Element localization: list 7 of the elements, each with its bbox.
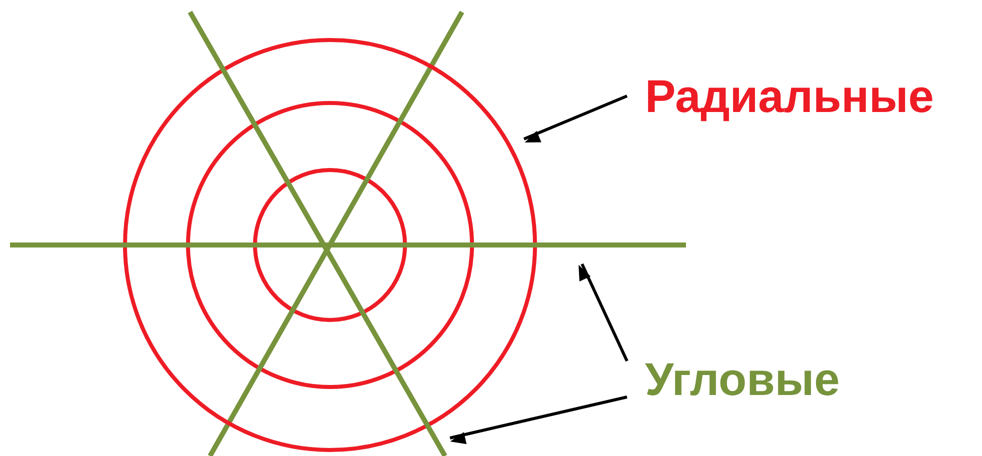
leader-arrow [523,94,628,142]
angular-node-line [10,242,686,248]
leader-arrow [578,263,628,362]
label-text: Угловые [645,353,840,405]
radial-node-circle [123,38,537,452]
label-text: Радиальные [645,70,934,122]
leader-arrow [450,396,628,444]
